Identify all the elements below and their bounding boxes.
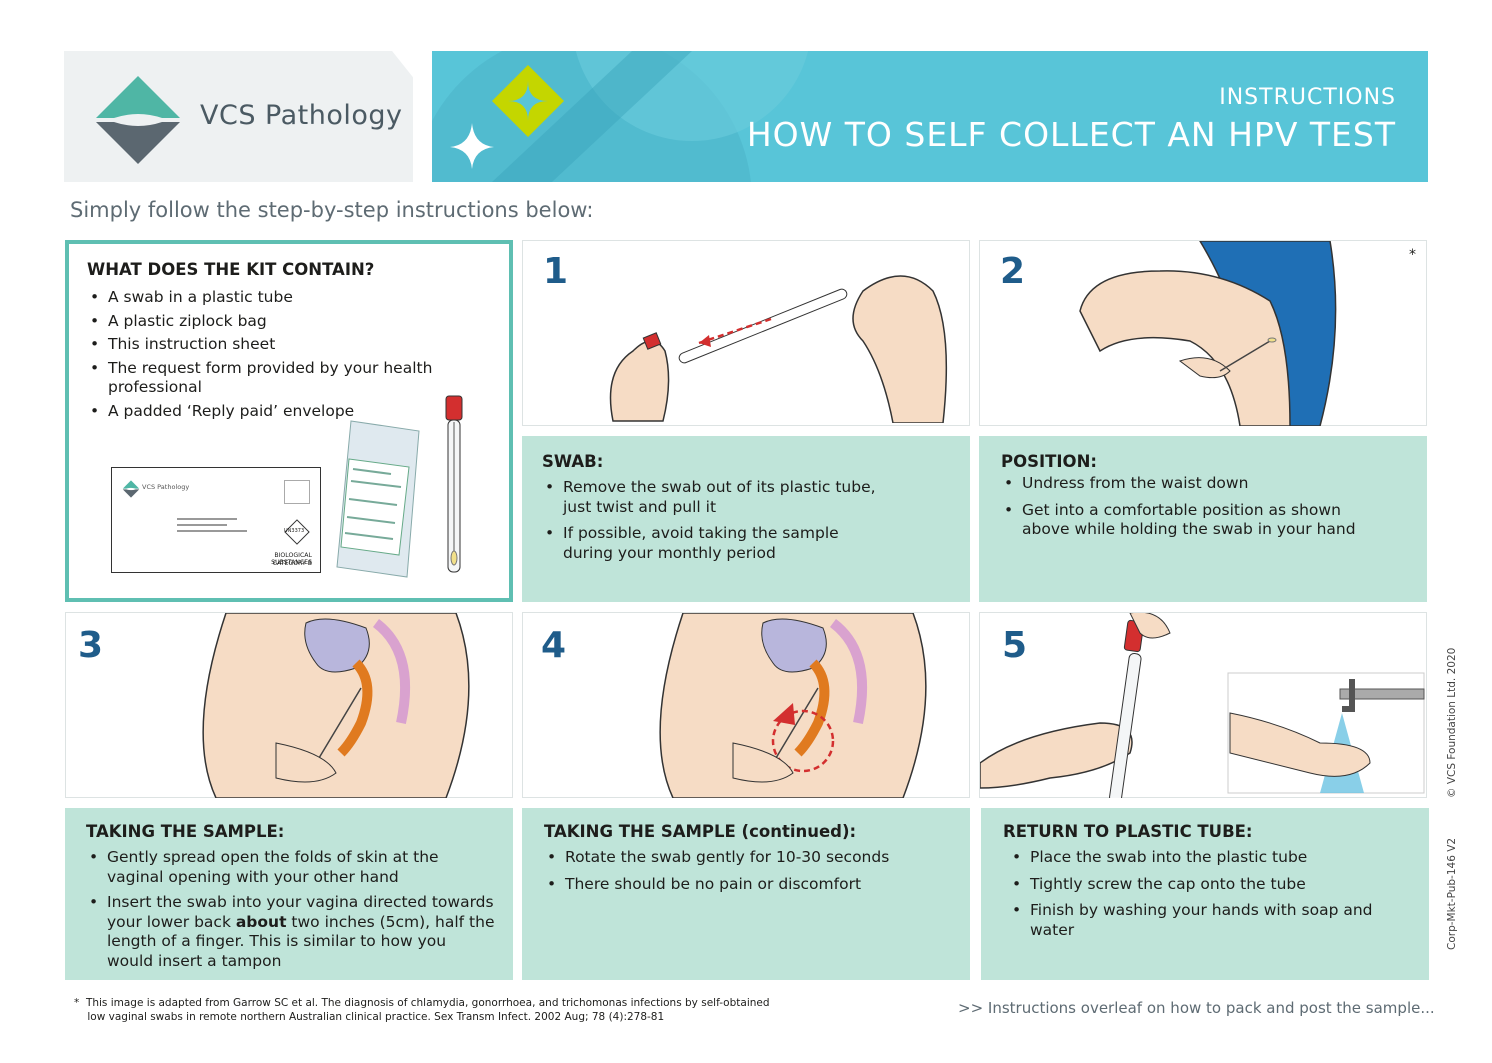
footnote: * This image is adapted from Garrow SC e…	[74, 996, 770, 1024]
step-5-illustration-panel: 5	[979, 612, 1427, 798]
kit-title: WHAT DOES THE KIT CONTAIN?	[87, 260, 375, 279]
intro-text: Simply follow the step-by-step instructi…	[70, 198, 594, 222]
copyright-text: © VCS Foundation Ltd. 2020	[1446, 647, 1458, 798]
swab-rotation-illustration	[659, 613, 927, 798]
envelope-badge: UN3373	[284, 528, 305, 534]
kit-contents-panel: WHAT DOES THE KIT CONTAIN? A swab in a p…	[65, 240, 513, 602]
list-item: Place the swab into the plastic tube	[1009, 848, 1389, 868]
list-item: A swab in a plastic tube	[87, 288, 467, 308]
list-item: Remove the swab out of its plastic tube,…	[542, 478, 892, 517]
list-item: Get into a comfortable position as shown…	[1001, 501, 1361, 540]
logo-panel	[64, 51, 413, 182]
overleaf-note: >> Instructions overleaf on how to pack …	[958, 999, 1435, 1017]
list-item: Rotate the swab gently for 10-30 seconds	[544, 848, 944, 868]
step-3-illustration-panel: 3	[65, 612, 513, 798]
step-number: 1	[543, 251, 569, 292]
envelope-logo-text: VCS Pathology	[142, 483, 190, 491]
step-title: RETURN TO PLASTIC TUBE:	[1003, 822, 1253, 841]
logo-name: VCS Pathology	[200, 100, 403, 131]
step-number: 2	[1000, 251, 1026, 292]
footnote-line-2: low vaginal swabs in remote northern Aus…	[87, 1011, 665, 1023]
list-item: If possible, avoid taking the sample dur…	[542, 524, 892, 563]
step-number: 5	[1002, 625, 1028, 666]
step-list: Remove the swab out of its plastic tube,…	[542, 478, 892, 567]
step-1-text-panel: SWAB: Remove the swab out of its plastic…	[522, 436, 970, 602]
swab-tube-illustration	[445, 395, 463, 573]
position-illustration	[1079, 241, 1337, 426]
list-item: A padded ‘Reply paid’ envelope	[87, 402, 467, 422]
step-title: TAKING THE SAMPLE:	[86, 822, 285, 841]
step-5-text-panel: RETURN TO PLASTIC TUBE: Place the swab i…	[981, 808, 1429, 980]
list-item: A plastic ziplock bag	[87, 312, 467, 332]
list-item: Gently spread open the folds of skin at …	[86, 848, 496, 887]
step-list: Place the swab into the plastic tube Tig…	[1009, 848, 1389, 944]
envelope-label-1: BIOLOGICAL SUBSTANCES	[271, 552, 312, 566]
step-1-illustration-panel: 1	[522, 240, 970, 426]
list-item: Undress from the waist down	[1001, 474, 1361, 494]
step-title: POSITION:	[1001, 452, 1097, 471]
list-item: The request form provided by your health…	[87, 359, 467, 398]
footnote-star: *	[74, 997, 80, 1009]
envelope-illustration: VCS Pathology UN3373 BIOLOGICAL SUBSTANC…	[111, 467, 321, 573]
sample-insertion-illustration	[202, 613, 470, 798]
title-banner: INSTRUCTIONS HOW TO SELF COLLECT AN HPV …	[432, 51, 1428, 182]
step-list: Undress from the waist down Get into a c…	[1001, 474, 1361, 544]
step-title: TAKING THE SAMPLE (continued):	[544, 822, 857, 841]
step-list: Gently spread open the folds of skin at …	[86, 848, 496, 975]
step-number: 4	[541, 625, 567, 666]
step-list: Rotate the swab gently for 10-30 seconds…	[544, 848, 944, 898]
banner-title: HOW TO SELF COLLECT AN HPV TEST	[746, 115, 1396, 154]
list-item: This instruction sheet	[87, 335, 467, 355]
asterisk-mark: *	[1409, 247, 1416, 263]
banner-decoration	[432, 51, 809, 182]
document-code: Corp-Mkt-Pub-146 V2	[1446, 837, 1458, 950]
footnote-line-1: This image is adapted from Garrow SC et …	[85, 997, 770, 1009]
step-4-text-panel: TAKING THE SAMPLE (continued): Rotate th…	[522, 808, 970, 980]
envelope-label-2: CATEGORY B	[272, 560, 312, 567]
step-2-text-panel: POSITION: Undress from the waist down Ge…	[979, 436, 1427, 602]
swab-removal-illustration	[609, 275, 948, 423]
list-item: Tightly screw the cap onto the tube	[1009, 875, 1389, 895]
list-item: Insert the swab into your vagina directe…	[86, 893, 496, 971]
list-item: There should be no pain or discomfort	[544, 875, 944, 895]
banner-subtitle: INSTRUCTIONS	[1219, 85, 1396, 110]
step-3-text-panel: TAKING THE SAMPLE: Gently spread open th…	[65, 808, 513, 980]
vcs-logo-icon	[96, 76, 180, 164]
step-number: 3	[78, 625, 104, 666]
return-tube-illustration	[980, 613, 1425, 798]
envelope-logo-icon	[122, 480, 140, 498]
kit-list: A swab in a plastic tube A plastic ziplo…	[87, 288, 467, 425]
ziplock-bag-illustration	[336, 420, 420, 578]
step-2-illustration-panel: 2 *	[979, 240, 1427, 426]
step-4-illustration-panel: 4	[522, 612, 970, 798]
step-title: SWAB:	[542, 452, 604, 471]
list-item: Finish by washing your hands with soap a…	[1009, 901, 1389, 940]
